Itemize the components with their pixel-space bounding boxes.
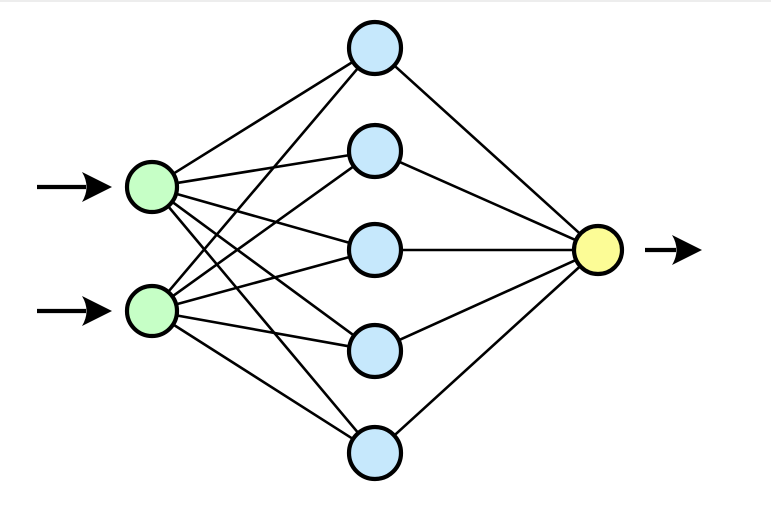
node-input-1[interactable]	[124, 159, 180, 215]
node-hidden-5[interactable]	[346, 424, 404, 482]
edge-i2-h4	[174, 313, 352, 348]
edge-h1-o1	[392, 63, 583, 236]
node-hidden-4[interactable]	[346, 322, 404, 380]
hidden-layer	[346, 19, 404, 482]
edges-group	[166, 59, 583, 441]
input-arrow-2-head	[82, 296, 112, 326]
output-layer	[571, 223, 625, 277]
nodes-group	[124, 19, 625, 482]
output-arrow-1-head	[672, 235, 702, 265]
node-input-2[interactable]	[124, 283, 180, 339]
node-hidden-1[interactable]	[346, 19, 404, 77]
edge-i2-h3	[173, 255, 353, 306]
edge-h5-o1	[392, 264, 583, 438]
edge-i1-h1	[171, 59, 356, 176]
node-hidden-3[interactable]	[346, 221, 404, 279]
edge-h2-o1	[396, 159, 579, 242]
node-output-1[interactable]	[571, 223, 625, 277]
edge-i2-h2	[170, 164, 356, 299]
edge-i2-h1	[166, 65, 361, 294]
input-layer	[124, 159, 180, 339]
edge-i1-h5	[166, 204, 361, 436]
edge-i1-h4	[170, 199, 357, 338]
edge-h4-o1	[396, 258, 579, 342]
output-arrow-1	[645, 235, 702, 265]
top-hairline-divider	[0, 0, 771, 2]
input-arrow-1-head	[82, 172, 112, 202]
io-arrows-group	[37, 172, 702, 326]
edge-i1-h3	[173, 192, 353, 245]
input-arrow-1	[37, 172, 112, 202]
edge-i2-h5	[170, 322, 356, 441]
edge-i1-h2	[174, 153, 352, 185]
input-arrow-2	[37, 296, 112, 326]
node-hidden-2[interactable]	[346, 122, 404, 180]
